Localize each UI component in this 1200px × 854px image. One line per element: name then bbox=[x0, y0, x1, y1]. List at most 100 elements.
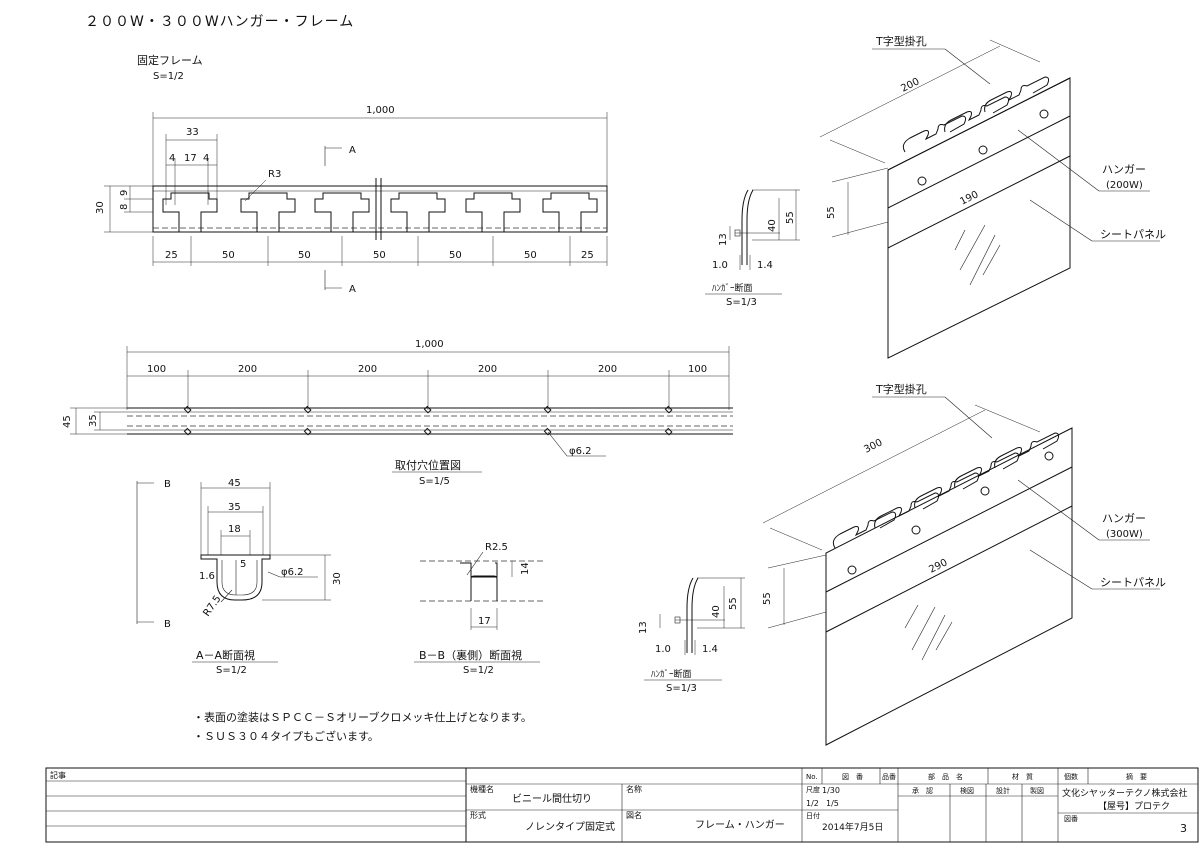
bb-label: B－B（裏側）断面視 bbox=[419, 648, 522, 662]
h2-dim-40: 40 bbox=[711, 605, 722, 618]
section-a-bottom: A bbox=[349, 284, 356, 295]
dim-17: 17 bbox=[184, 153, 197, 164]
tb-model-label: 機種名 bbox=[470, 784, 494, 794]
hanger-section-2: 13 40 55 1.0 1.4 ﾊﾝｶﾞｰ断面 S=1/3 bbox=[638, 577, 745, 694]
dim-4a: 4 bbox=[169, 153, 175, 164]
bottom-dim-1: 25 bbox=[165, 250, 178, 261]
mount-dim-6: 100 bbox=[688, 364, 707, 375]
bottom-dim-5: 50 bbox=[449, 250, 462, 261]
bottom-dim-2: 50 bbox=[222, 250, 235, 261]
tb-date: 2014年7月5日 bbox=[822, 821, 883, 833]
aa-dim-16: 1.6 bbox=[199, 571, 215, 582]
aa-dim-45: 45 bbox=[228, 478, 241, 489]
mount-dim-35: 35 bbox=[88, 414, 99, 427]
tb-check-label: 検図 bbox=[960, 786, 974, 795]
tb-hinban-label: 品番 bbox=[882, 773, 896, 781]
bb-dim-r25: R2.5 bbox=[485, 542, 508, 553]
iso200-hanger-w: (200W) bbox=[1106, 180, 1143, 191]
iso200-dim-190: 190 bbox=[958, 189, 980, 207]
aa-dim-35: 35 bbox=[228, 502, 241, 513]
bottom-dim-7: 25 bbox=[581, 250, 594, 261]
mount-dim-3: 200 bbox=[358, 364, 377, 375]
h2-dim-10: 1.0 bbox=[655, 644, 671, 655]
tb-drawing-name-label: 図名 bbox=[626, 810, 642, 820]
tb-type-label: 形式 bbox=[470, 810, 486, 820]
aa-dim-hole: φ6.2 bbox=[281, 567, 304, 578]
tb-scale-3: 1/5 bbox=[826, 799, 839, 808]
tb-model-name: ビニール間仕切り bbox=[512, 792, 592, 805]
iso200-sheet: シートパネル bbox=[1100, 228, 1166, 241]
bb-dim-17: 17 bbox=[478, 616, 491, 627]
tb-drawing-no-label: 図番 bbox=[1064, 815, 1078, 823]
tb-company: 文化シヤッターテクノ株式会社 bbox=[1062, 787, 1187, 799]
aa-dim-30: 30 bbox=[332, 572, 343, 585]
tb-qty-label: 個数 bbox=[1064, 772, 1078, 781]
h1-dim-40: 40 bbox=[767, 219, 778, 232]
iso300-t-hole: T字型掛孔 bbox=[875, 382, 927, 396]
title-block: 記事 機種名 ビニール間仕切り 形式 ノレンタイプ固定式 名称 図名 フレーム・… bbox=[45, 767, 1199, 843]
section-bb-view: R2.5 14 17 B－B（裏側）断面視 S=1/2 bbox=[414, 542, 545, 676]
iso200-dim-55: 55 bbox=[826, 206, 837, 219]
tb-brand: 【屋号】プロテク bbox=[1098, 801, 1170, 812]
section-a-top: A bbox=[349, 145, 356, 156]
mount-dim-1: 100 bbox=[147, 364, 166, 375]
mount-dim-5: 200 bbox=[598, 364, 617, 375]
bottom-dim-3: 50 bbox=[298, 250, 311, 261]
iso300-hanger-w: (300W) bbox=[1106, 529, 1143, 540]
iso300-dim-290: 290 bbox=[927, 557, 949, 575]
section-b-top: B bbox=[164, 479, 171, 490]
dim-4b: 4 bbox=[203, 153, 209, 164]
fixed-frame-view: 固定フレーム S=1/2 1,000 33 4 17 4 R3 30 8 9 bbox=[95, 53, 608, 295]
bb-dim-14: 14 bbox=[520, 562, 531, 575]
mount-dim-45: 45 bbox=[62, 415, 73, 428]
iso300-dim-55: 55 bbox=[762, 592, 773, 605]
fixed-frame-total-dim: 1,000 bbox=[366, 105, 395, 116]
tb-drawing-name: フレーム・ハンガー bbox=[695, 819, 785, 831]
tb-design-label: 設計 bbox=[996, 786, 1010, 795]
h1-dim-10: 1.0 bbox=[712, 260, 728, 271]
h1-label: ﾊﾝｶﾞｰ断面 bbox=[712, 282, 753, 294]
tb-approve-label: 承 認 bbox=[912, 786, 933, 795]
mount-dim-2: 200 bbox=[238, 364, 257, 375]
note-2: ・ＳＵＳ３０４タイプもございます。 bbox=[193, 729, 379, 743]
tb-date-label: 日付 bbox=[806, 811, 820, 820]
dim-30: 30 bbox=[95, 201, 106, 214]
mount-holes-scale: S=1/5 bbox=[419, 476, 450, 487]
tb-material-label: 材 質 bbox=[1012, 772, 1033, 781]
iso-200-view: 200 55 190 T字型掛孔 ハンガー (200W) シートパネル bbox=[819, 34, 1166, 359]
iso200-t-hole: T字型掛孔 bbox=[875, 34, 927, 48]
mount-total-dim: 1,000 bbox=[415, 339, 444, 350]
mount-dim-4: 200 bbox=[478, 364, 497, 375]
dim-9: 9 bbox=[119, 190, 130, 196]
h2-dim-14: 1.4 bbox=[702, 644, 718, 655]
iso200-hanger: ハンガー bbox=[1102, 163, 1146, 176]
mount-holes-view: 1,000 100 200 200 200 200 100 bbox=[62, 339, 733, 487]
tb-summary-label: 摘 要 bbox=[1126, 772, 1147, 781]
mount-holes-label: 取付穴位置図 bbox=[395, 458, 461, 472]
hanger-section-1: 13 40 55 1.0 1.4 ﾊﾝｶﾞｰ断面 S=1/3 bbox=[705, 189, 800, 308]
iso300-sheet: シートパネル bbox=[1100, 576, 1166, 589]
tb-scale-label: 尺度 bbox=[806, 785, 820, 794]
bottom-dim-6: 50 bbox=[524, 250, 537, 261]
tb-remarks-label: 記事 bbox=[50, 770, 66, 780]
tb-type: ノレンタイプ固定式 bbox=[525, 820, 615, 833]
aa-dim-18: 18 bbox=[228, 524, 241, 535]
dim-r3: R3 bbox=[268, 169, 281, 180]
iso-300-view: 300 55 290 T字型掛孔 ハンガー (300W) シートパネル bbox=[762, 382, 1166, 746]
tb-scale-2: 1/2 bbox=[806, 799, 819, 808]
h2-label: ﾊﾝｶﾞｰ断面 bbox=[651, 668, 692, 680]
section-aa-view: B B 45 35 18 5 1.6 φ6.2 30 R7.5 A－A断面視 S… bbox=[136, 478, 343, 676]
mount-hole-dim: φ6.2 bbox=[569, 446, 592, 457]
tb-draft-label: 製図 bbox=[1030, 786, 1044, 795]
tb-name-label: 名称 bbox=[626, 784, 642, 794]
bb-scale: S=1/2 bbox=[463, 665, 494, 676]
h2-dim-55: 55 bbox=[728, 597, 739, 610]
aa-label: A－A断面視 bbox=[196, 648, 255, 662]
bottom-dim-4: 50 bbox=[373, 250, 386, 261]
iso300-dim-300: 300 bbox=[862, 437, 884, 455]
aa-dim-5: 5 bbox=[240, 559, 246, 570]
dim-33: 33 bbox=[186, 127, 199, 138]
tb-scale-1: 1/30 bbox=[822, 786, 840, 795]
sheet-title: ２００W・３００Wハンガー・フレーム bbox=[85, 14, 354, 30]
